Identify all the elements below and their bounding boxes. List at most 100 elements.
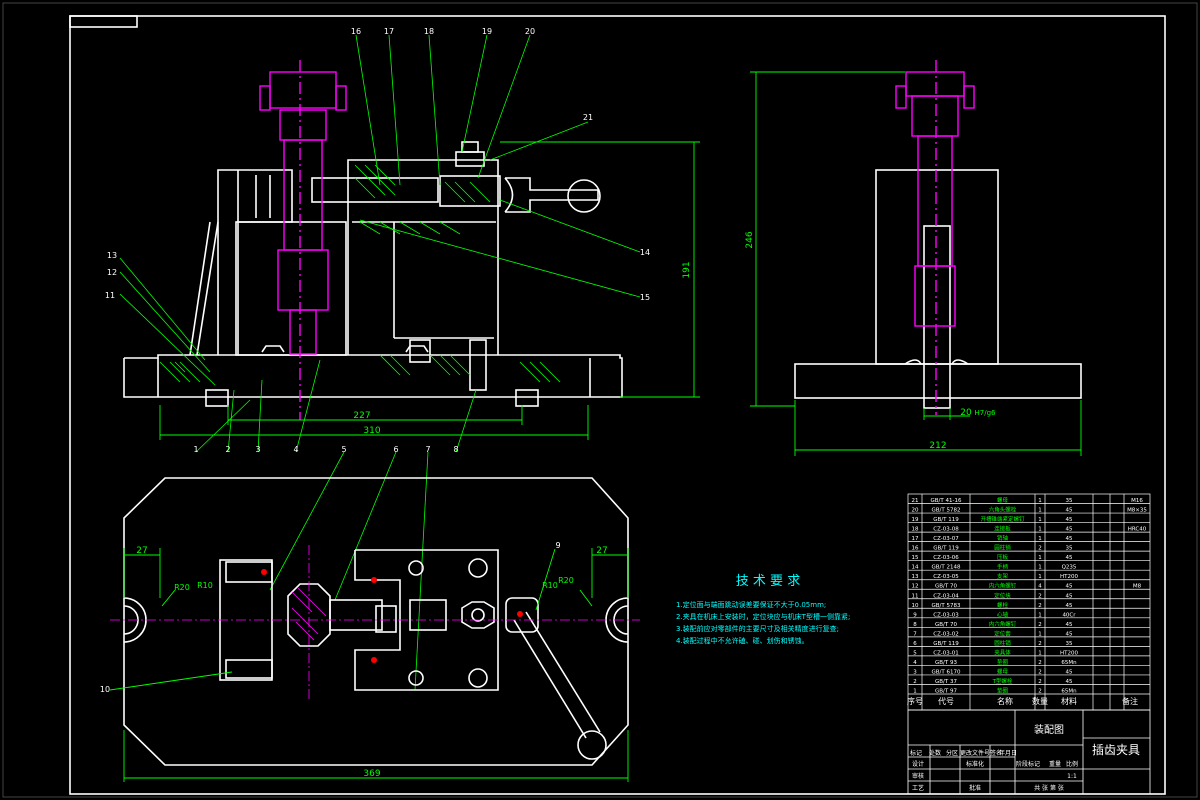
bom-cell-material: 35	[1066, 546, 1073, 552]
bom-cell-code: GB/T 97	[935, 689, 957, 695]
tech-req-3: 3.装配前应对零部件的主要尺寸及相关精度进行复查;	[676, 624, 839, 633]
bom-cell-qty: 2	[1038, 546, 1042, 552]
bom-cell-name: 垫圈	[997, 687, 1009, 695]
bom-cell-name: 圆柱销	[994, 639, 1011, 647]
bom-cell-code: CZ-03-03	[933, 612, 959, 618]
dim-side-slot: 20	[960, 408, 972, 418]
balloon-12: 12	[107, 268, 117, 277]
balloon-13: 13	[107, 251, 117, 260]
bom-cell-qty: 2	[1038, 622, 1042, 628]
bom-cell-material: 45	[1066, 527, 1073, 533]
bom-cell-qty: 1	[1038, 527, 1042, 533]
bom-cell-qty: 1	[1038, 555, 1042, 561]
dim-front-height: 191	[682, 261, 692, 278]
bom-cell-qty: 1	[1038, 565, 1042, 571]
inner-border	[69, 15, 1166, 795]
bom-cell-name: 内六角螺钉	[989, 620, 1017, 628]
tech-req-heading: 技 术 要 求	[736, 574, 800, 589]
bom-cell-no: 18	[912, 527, 919, 533]
bom-cell-code: CZ-03-08	[933, 527, 959, 533]
bom-cell-material: 45	[1066, 536, 1073, 542]
bom-cell-name: 压板	[997, 553, 1009, 561]
side-dimensions	[750, 71, 1082, 456]
bom-cell-name: T型螺栓	[992, 677, 1013, 685]
mandrel-front	[259, 60, 347, 420]
tb-label-date: 年月日	[999, 749, 1017, 757]
bom-cell-qty: 1	[1038, 650, 1042, 656]
bom-cell-code: GB/T 41-16	[931, 498, 962, 504]
bom-cell-material: 65Mn	[1061, 689, 1077, 695]
balloon-5: 5	[341, 445, 346, 454]
bom-cell-note: M8×35	[1127, 508, 1147, 514]
balloon-6: 6	[393, 445, 398, 454]
bom-cell-no: 16	[912, 546, 919, 552]
bom-cell-material: Q235	[1062, 565, 1077, 571]
bom-cell-name: 夹具体	[994, 648, 1011, 656]
bom-cell-material: HT200	[1060, 650, 1078, 656]
bom-cell-note: HRC40	[1128, 527, 1147, 533]
tb-label-zone: 分区	[946, 749, 958, 757]
bom-cell-code: GB/T 119	[933, 546, 959, 552]
tech-req-4: 4.装配过程中不允许磕、碰、划伤和锈蚀。	[676, 636, 809, 645]
tech-req-2: 2.夹具在机床上安装时，定位块应与机床T型槽一侧靠紧;	[676, 612, 850, 621]
front-view	[123, 141, 623, 407]
tb-sheet: 共 张 第 张	[1034, 784, 1064, 792]
balloon-18: 18	[424, 27, 434, 36]
bom-cell-no: 6	[913, 641, 917, 647]
bom-cell-no: 2	[913, 679, 917, 685]
bom-cell-material: 45	[1066, 631, 1073, 637]
tb-standard: 标准化	[966, 760, 984, 768]
dim-radius-a: R20	[174, 583, 190, 592]
top-view	[123, 477, 629, 766]
bom-h-name: 名称	[997, 696, 1013, 706]
balloon-8: 8	[453, 445, 458, 454]
bom-cell-code: GB/T 5783	[932, 603, 961, 609]
bom-cell-no: 12	[912, 584, 919, 590]
bom-cell-name: 开槽锥端紧定螺钉	[980, 515, 1025, 523]
bom-cell-code: GB/T 37	[935, 679, 957, 685]
bom-cell-name: 圆柱销	[994, 544, 1011, 552]
title-block	[907, 709, 1151, 795]
top-accents	[261, 569, 523, 663]
balloon-21: 21	[583, 113, 593, 122]
bom-cell-material: 45	[1066, 593, 1073, 599]
bom-cell-no: 4	[913, 660, 917, 666]
tb-design: 设计	[912, 760, 924, 768]
bom-cell-no: 13	[912, 574, 919, 580]
tb-label-mark: 标记	[910, 749, 922, 757]
leader-lines-front	[119, 34, 641, 691]
balloon-16: 16	[351, 27, 361, 36]
bom-cell-code: GB/T 6170	[932, 669, 961, 675]
dim-radius-d: R20	[558, 576, 574, 585]
bom-cell-name: 螺栓	[997, 601, 1009, 609]
balloon-15: 15	[640, 293, 650, 302]
bom-cell-note: M8	[1133, 584, 1142, 590]
bom-cell-qty: 2	[1038, 641, 1042, 647]
bom-cell-qty: 1	[1038, 631, 1042, 637]
tb-label-change: 更改文件号	[960, 749, 990, 757]
bom-cell-name: 六角头螺栓	[989, 506, 1017, 514]
bom-cell-note: M16	[1131, 498, 1143, 504]
dim-side-fit: H7/g6	[975, 409, 997, 417]
bom-cell-code: GB/T 93	[935, 660, 957, 666]
balloon-17: 17	[384, 27, 394, 36]
bom-h-seq: 序号	[907, 696, 923, 706]
tb-weight: 重量	[1049, 760, 1061, 768]
dim-radius-c: R10	[542, 581, 558, 590]
balloon-2: 2	[225, 445, 230, 454]
tb-label-count: 处数	[929, 749, 941, 757]
bom-cell-name: 连接板	[994, 525, 1011, 533]
bom-cell-no: 8	[913, 622, 917, 628]
side-view	[794, 169, 1082, 409]
bom-cell-no: 10	[912, 603, 919, 609]
bom-cell-qty: 1	[1038, 498, 1042, 504]
bom-h-code: 代号	[938, 696, 954, 706]
bom-cell-material: 35	[1066, 641, 1073, 647]
bom-h-note: 备注	[1122, 696, 1138, 706]
bom-cell-material: 45	[1066, 555, 1073, 561]
dim-front-inner: 227	[353, 411, 370, 421]
bom-cell-name: 定位套	[994, 629, 1011, 637]
dim-side-width: 212	[929, 441, 946, 451]
